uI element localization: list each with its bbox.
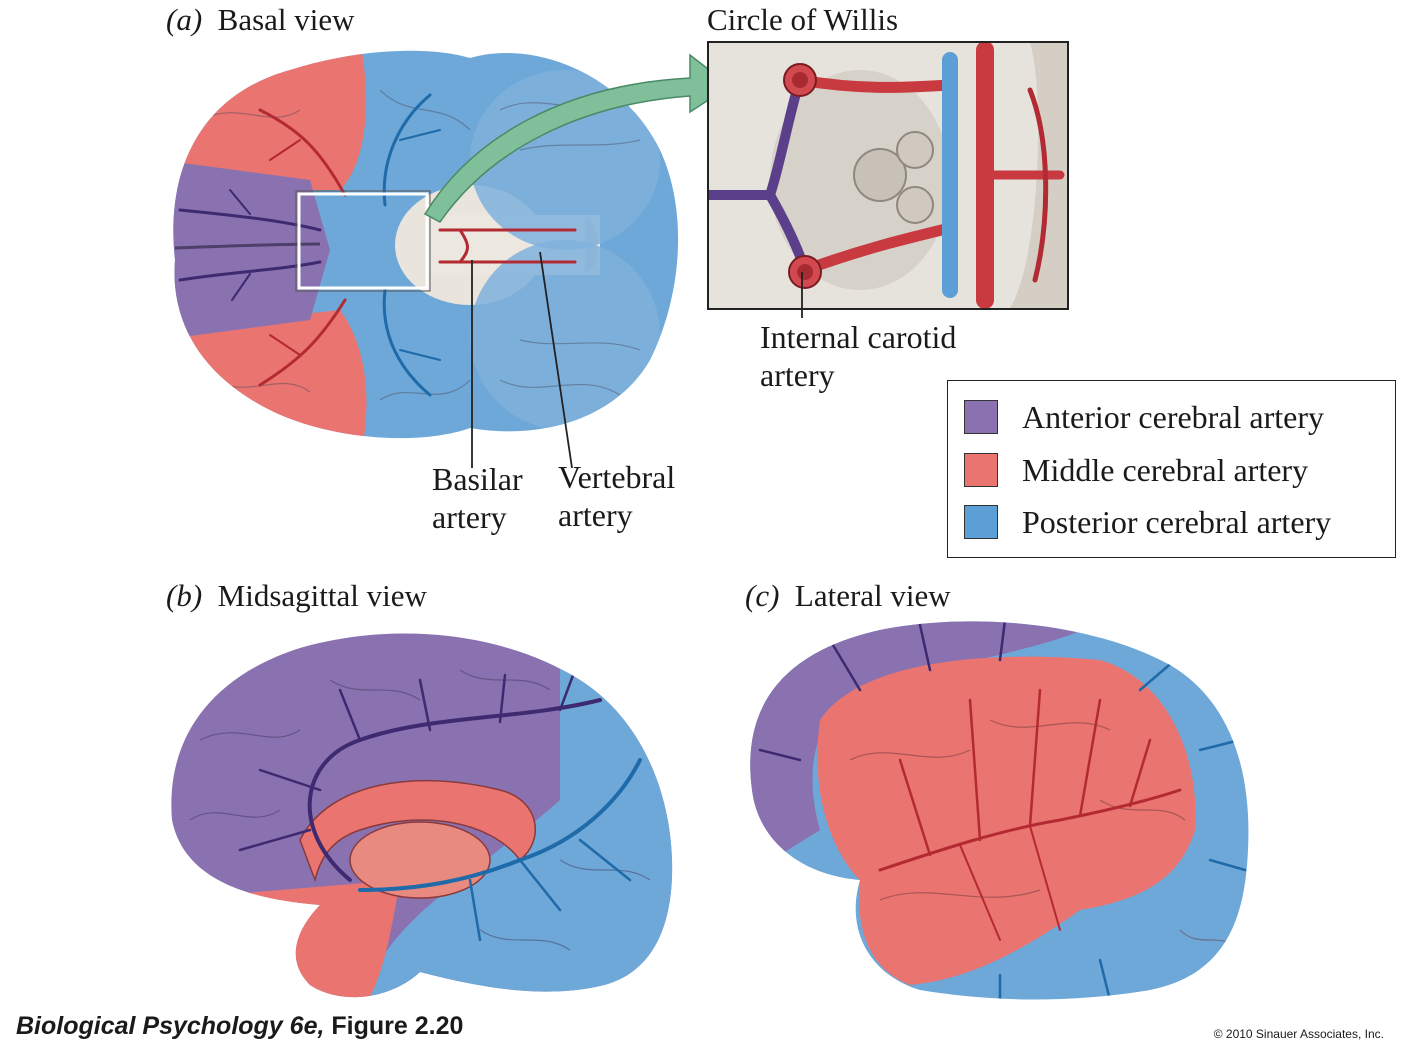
vertebral-artery-label: Vertebral artery xyxy=(558,458,675,534)
internal-carotid-label-line2: artery xyxy=(760,357,835,393)
legend-item-posterior: Posterior cerebral artery xyxy=(964,503,1331,541)
legend-swatch-anterior xyxy=(964,400,998,434)
legend-label-posterior: Posterior cerebral artery xyxy=(1022,503,1332,540)
circle-of-willis-inset xyxy=(709,43,1067,308)
midsagittal-view-brain xyxy=(171,633,673,998)
basilar-label-line2: artery xyxy=(432,499,507,535)
figure-caption: Biological Psychology 6e, Figure 2.20 xyxy=(16,1012,463,1041)
legend-label-anterior: Anterior cerebral artery xyxy=(1022,398,1325,435)
panel-a-title: (a) Basal view xyxy=(166,2,355,38)
basilar-label-line1: Basilar xyxy=(432,461,523,497)
panel-c-title: (c) Lateral view xyxy=(745,578,951,614)
figure-number: Figure 2.20 xyxy=(331,1012,464,1040)
panel-b-letter: (b) xyxy=(166,578,203,613)
legend-swatch-posterior xyxy=(964,505,998,539)
panel-a-letter: (a) xyxy=(166,2,203,37)
legend-label-middle: Middle cerebral artery xyxy=(1022,451,1309,488)
legend-item-anterior: Anterior cerebral artery xyxy=(964,398,1324,436)
legend-swatch-middle xyxy=(964,453,998,487)
internal-carotid-label: Internal carotid artery xyxy=(760,318,956,394)
inset-title: Circle of Willis xyxy=(707,2,899,37)
internal-carotid-label-line1: Internal carotid xyxy=(760,319,957,355)
artery-legend: Anterior cerebral artery Middle cerebral… xyxy=(947,380,1396,558)
panel-b-title-text: Midsagittal view xyxy=(217,578,427,613)
panel-a-title-text: Basal view xyxy=(217,2,355,37)
legend-item-middle: Middle cerebral artery xyxy=(964,451,1308,489)
panel-b-title: (b) Midsagittal view xyxy=(166,578,427,614)
book-title: Biological Psychology 6e, xyxy=(16,1012,325,1040)
copyright-notice: © 2010 Sinauer Associates, Inc. xyxy=(1213,1027,1384,1041)
basilar-artery-label: Basilar artery xyxy=(432,460,523,536)
circle-of-willis-box xyxy=(297,192,429,290)
panel-c-title-text: Lateral view xyxy=(794,578,951,613)
panel-c-letter: (c) xyxy=(745,578,780,613)
vertebral-label-line1: Vertebral xyxy=(558,459,676,495)
vertebral-label-line2: artery xyxy=(558,497,633,533)
lateral-view-brain xyxy=(750,621,1249,1000)
